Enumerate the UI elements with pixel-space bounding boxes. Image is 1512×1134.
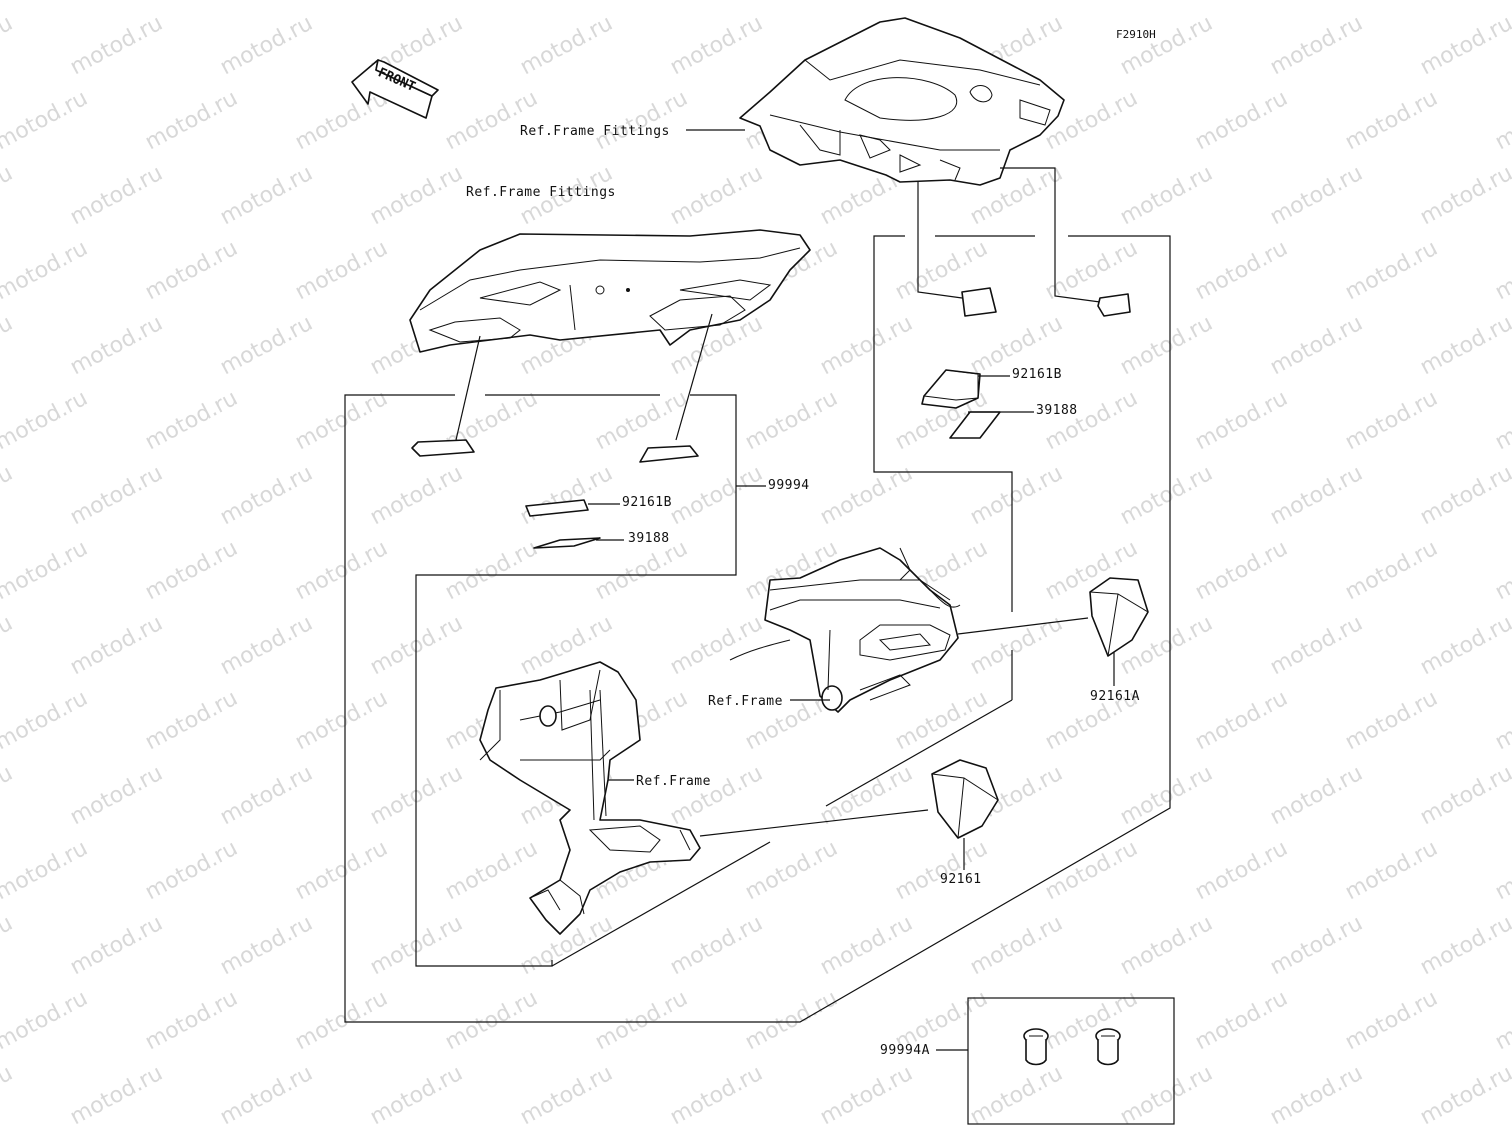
part-92161a — [1089, 577, 1149, 686]
label-92161: 92161 — [940, 872, 982, 887]
label-92161a: 92161A — [1090, 689, 1140, 704]
pad-upper-right-1 — [961, 287, 997, 317]
screw-1 — [1023, 1028, 1049, 1066]
part-99994a-box — [936, 997, 1175, 1125]
label-39188-left: 39188 — [628, 531, 670, 546]
label-ref-frame-right: Ref.Frame — [708, 694, 783, 709]
frame-bracket-left — [479, 661, 701, 935]
part-92161 — [931, 759, 999, 870]
frame-fitting-left — [409, 229, 811, 353]
label-39188-right: 39188 — [1036, 403, 1078, 418]
pad-left-1 — [411, 439, 475, 457]
part-39188-left — [533, 537, 624, 549]
front-arrow-icon: FRONT — [351, 59, 439, 119]
frame-fitting-upper-right — [739, 17, 1065, 186]
label-ref-frame-fittings-top: Ref.Frame Fittings — [520, 124, 670, 139]
part-92161b-right — [921, 369, 1010, 409]
label-ref-frame-fittings-left: Ref.Frame Fittings — [466, 185, 616, 200]
label-ref-frame-left: Ref.Frame — [636, 774, 711, 789]
part-39188-right — [949, 411, 1034, 439]
pad-left-2 — [639, 445, 699, 463]
pad-upper-right-2 — [1097, 293, 1131, 317]
label-99994: 99994 — [768, 478, 810, 493]
label-92161b-left: 92161B — [622, 495, 672, 510]
screw-2 — [1095, 1028, 1121, 1066]
label-92161b-right: 92161B — [1012, 367, 1062, 382]
part-92161b-left — [525, 499, 620, 517]
frame-bracket-right — [729, 547, 961, 713]
diagram-code: F2910H — [1116, 28, 1156, 41]
label-99994a: 99994A — [880, 1043, 930, 1058]
